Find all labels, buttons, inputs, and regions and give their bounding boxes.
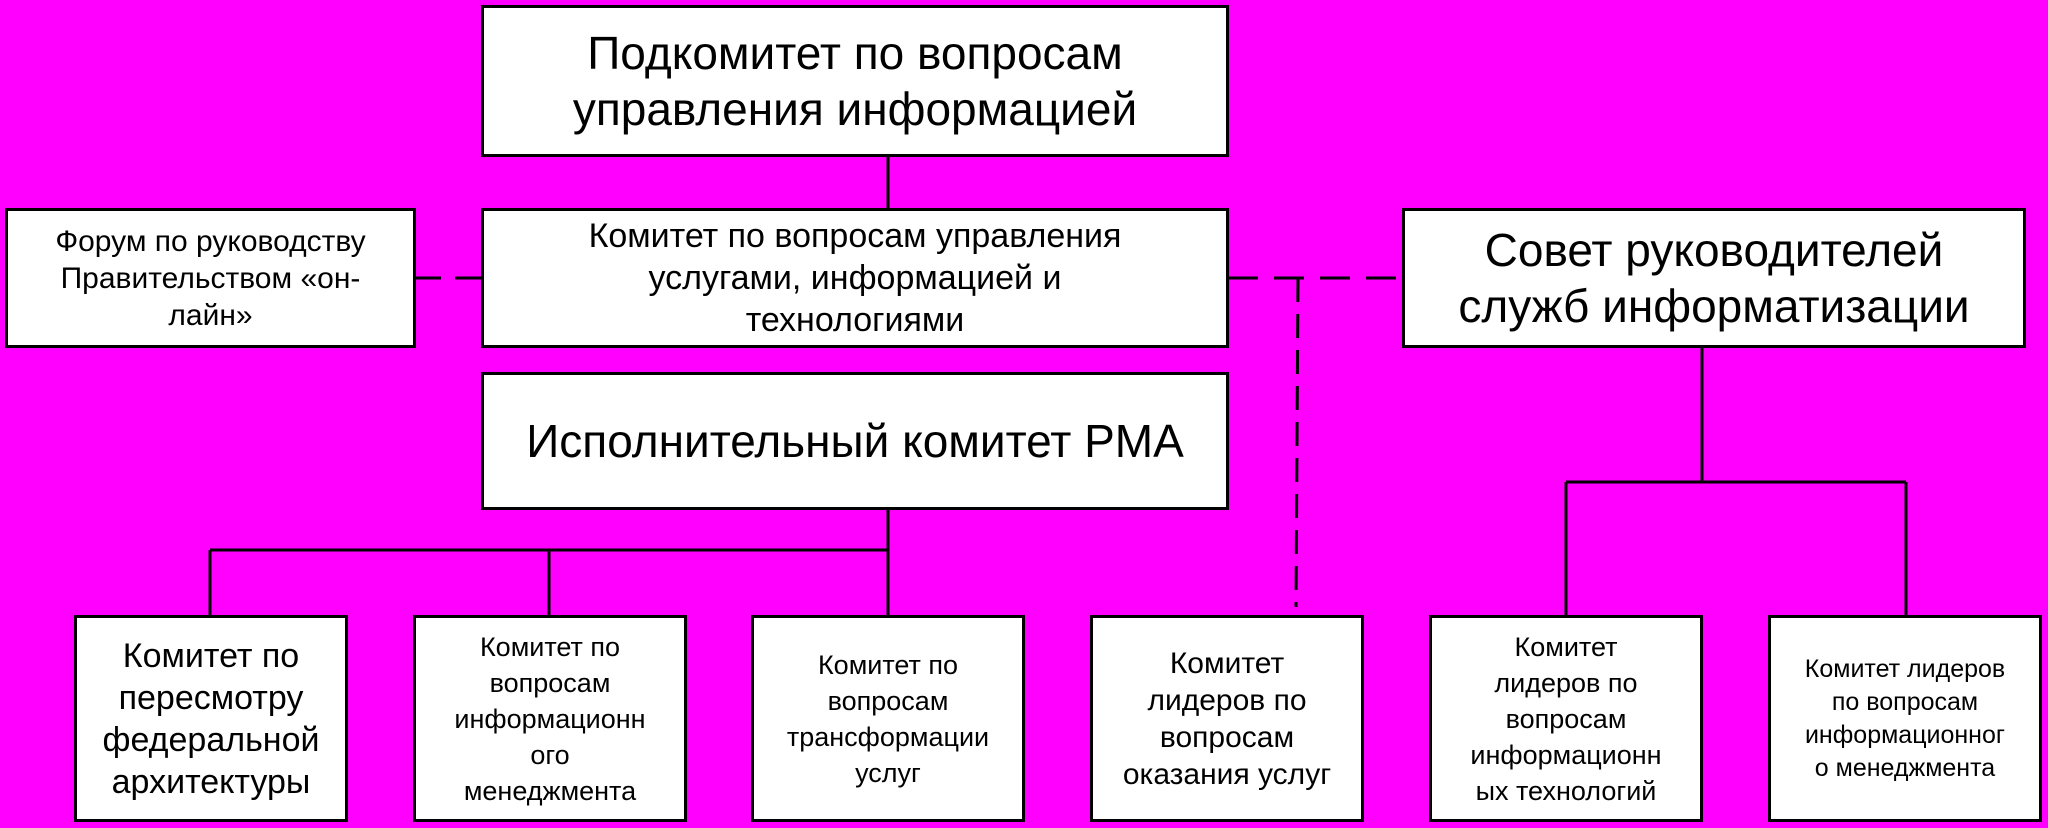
transformation-box: Комитет по вопросам трансформации услуг xyxy=(751,615,1025,822)
im-leaders-label: Комитет лидеров по вопросам информационн… xyxy=(1804,654,2006,782)
fed-architecture-box: Комитет по пересмотру федеральной архите… xyxy=(74,615,348,822)
im-leaders-box: Комитет лидеров по вопросам информационн… xyxy=(1768,615,2042,822)
committee-services-label: Комитет по вопросам управления услугами,… xyxy=(588,217,1122,339)
service-leaders-box: Комитет лидеров по вопросам оказания усл… xyxy=(1090,615,1364,822)
executive-box: Исполнительный комитет PMA xyxy=(481,372,1229,510)
council-box: Совет руководителей служб информатизации xyxy=(1402,208,2026,348)
it-leaders-box: Комитет лидеров по вопросам информационн… xyxy=(1429,615,1703,822)
fed-architecture-label: Комитет по пересмотру федеральной архите… xyxy=(102,636,320,801)
service-leaders-label: Комитет лидеров по вопросам оказания усл… xyxy=(1122,646,1332,791)
executive-label: Исполнительный комитет PMA xyxy=(526,415,1184,467)
forum-label: Форум по руководству Правительством «он-… xyxy=(55,224,366,332)
info-management-box: Комитет по вопросам информационн ого мен… xyxy=(413,615,687,822)
forum-box: Форум по руководству Правительством «он-… xyxy=(5,208,416,348)
committee-services-box: Комитет по вопросам управления услугами,… xyxy=(481,208,1229,348)
it-leaders-label: Комитет лидеров по вопросам информационн… xyxy=(1470,631,1662,806)
dashed-to-service-leaders xyxy=(1294,277,1300,608)
council-label: Совет руководителей служб информатизации xyxy=(1458,224,1970,332)
transformation-label: Комитет по вопросам трансформации услуг xyxy=(786,649,990,788)
subcommittee-box: Подкомитет по вопросам управления информ… xyxy=(481,5,1229,157)
info-management-label: Комитет по вопросам информационн ого мен… xyxy=(454,631,646,806)
subcommittee-label: Подкомитет по вопросам управления информ… xyxy=(572,27,1138,135)
